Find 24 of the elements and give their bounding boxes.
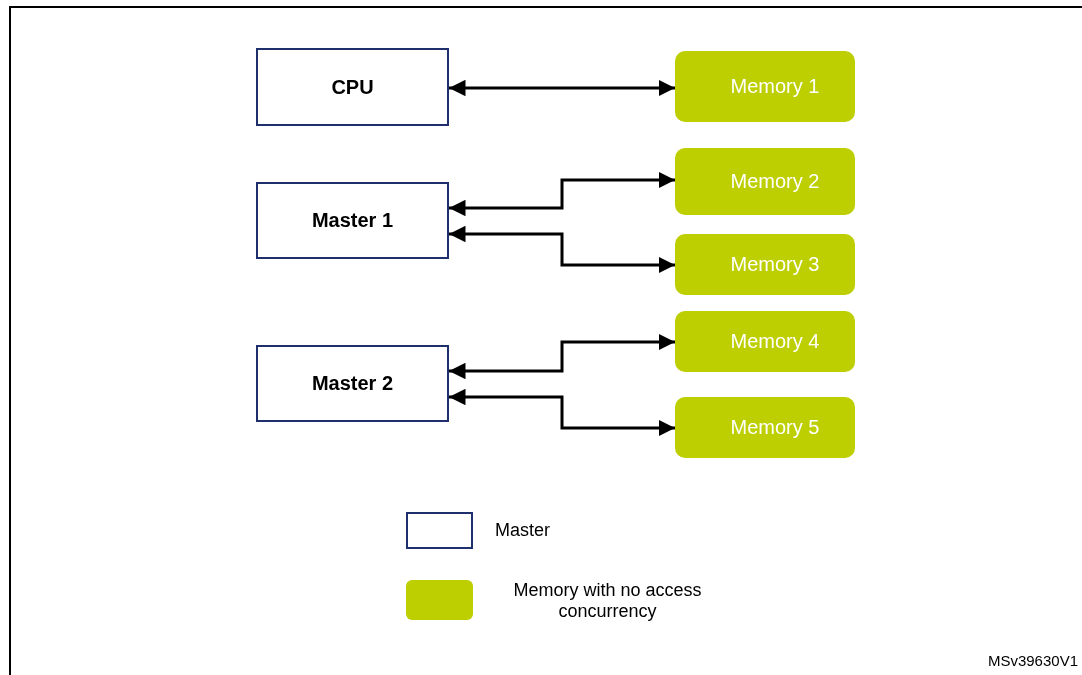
master-box: [256, 48, 449, 126]
figure-code: MSv39630V1: [987, 652, 1078, 669]
master-name: CPU: [331, 75, 374, 99]
legend-label: Master: [495, 520, 550, 541]
double-arrow: [449, 171, 675, 217]
memory-name: Memory 5: [730, 416, 820, 439]
double-arrow: [449, 79, 675, 97]
master-name: Master 1: [311, 209, 394, 232]
master-name: Master 2: [311, 372, 394, 395]
memory-name: Memory 3: [730, 253, 820, 276]
legend-label: Memory with no access concurrency: [512, 580, 703, 622]
memory-name: Memory 4: [730, 330, 820, 353]
memory-box: [675, 234, 855, 295]
double-arrow: [449, 388, 675, 437]
double-arrow: [449, 225, 675, 274]
memory-box: [675, 51, 855, 122]
memory-box: [675, 311, 855, 372]
double-arrow: [449, 333, 675, 380]
memory-box: [675, 397, 855, 458]
master-box: [256, 345, 449, 422]
memory-name: Memory 2: [730, 170, 820, 193]
memory-name: Memory 1: [730, 75, 820, 98]
memory-box: [675, 148, 855, 215]
master-box: [256, 182, 449, 259]
